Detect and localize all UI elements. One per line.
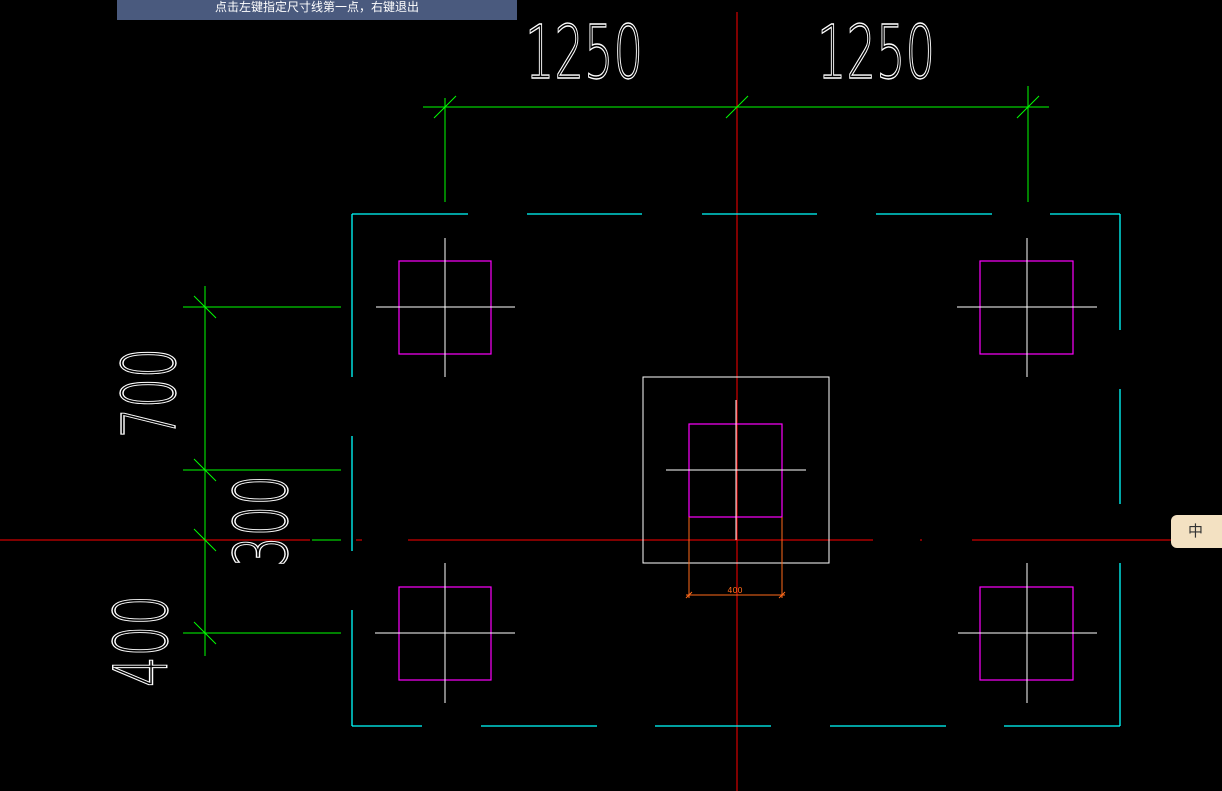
crosshair-top-right xyxy=(957,238,1097,377)
dimension-text-top-right: 1250 xyxy=(817,10,935,96)
center-small-dimension xyxy=(685,517,786,599)
pile-crosshairs xyxy=(375,238,1097,703)
center-pedestal-outline xyxy=(642,376,830,564)
dimension-text-left-lower: 400 xyxy=(99,595,185,687)
foundation-outline xyxy=(351,213,1121,727)
dimension-text-center-small: 400 xyxy=(727,586,742,595)
crosshair-top-left xyxy=(376,238,515,377)
dimension-text-top-left: 1250 xyxy=(525,10,643,96)
crosshair-bottom-left xyxy=(375,563,515,703)
ime-language-label: 中 xyxy=(1188,522,1204,540)
crosshair-bottom-right xyxy=(958,563,1097,703)
ime-language-indicator[interactable]: 中 xyxy=(1171,515,1222,548)
dimension-text-left-upper: 700 xyxy=(107,348,193,438)
top-dimension-lines xyxy=(423,86,1049,202)
command-prompt-bar: 点击左键指定尺寸线第一点，右键退出 xyxy=(117,0,517,20)
crosshair-center xyxy=(666,400,806,540)
left-dimension-lines xyxy=(183,286,341,656)
dimension-text-left-middle: 300 xyxy=(219,475,305,567)
